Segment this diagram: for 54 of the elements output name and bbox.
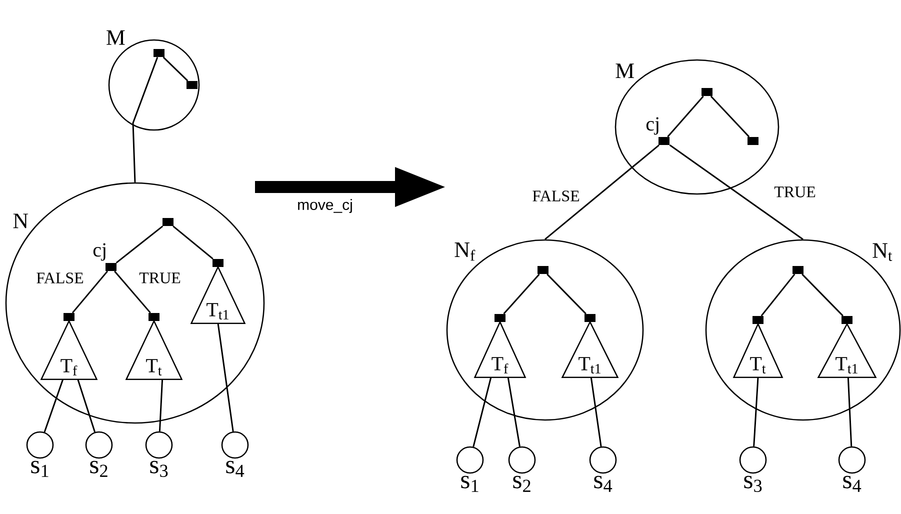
tree-node-square — [212, 259, 224, 267]
edge-line — [44, 379, 64, 432]
edge-label: FALSE — [531, 190, 581, 202]
edge-line — [116, 226, 164, 264]
tree-node-square — [148, 313, 160, 321]
edge-line — [132, 56, 158, 182]
edge-line — [590, 377, 602, 447]
node-label: s$_{2}$ — [90, 460, 108, 477]
node-label: s$_{3}$ — [744, 476, 762, 492]
tree-node-square — [752, 316, 764, 324]
edge-line — [669, 144, 804, 240]
node-label: cj — [646, 117, 658, 135]
tree-node-square — [494, 314, 506, 322]
edge-line — [217, 323, 234, 432]
edge-label: FALSE — [35, 272, 85, 284]
tree-node-square — [538, 266, 548, 274]
tree-node-square: cj — [646, 117, 670, 145]
edge-line — [753, 377, 759, 446]
tree-node-square — [702, 88, 712, 96]
node-label: s$_{4}$ — [226, 460, 244, 477]
node-label: s$_{1}$ — [461, 476, 478, 492]
tree-node-square — [154, 49, 164, 57]
node-label: s$_{2}$ — [513, 476, 530, 492]
tree-node-square — [162, 218, 174, 226]
tree-node-square: cj — [93, 243, 116, 271]
edge-line — [544, 144, 660, 240]
edge-line — [710, 96, 750, 138]
edge-line — [546, 274, 586, 314]
arrow-label: move_cj — [298, 199, 352, 213]
node-label: s$_{4}$ — [594, 476, 612, 492]
tree-node-square — [186, 81, 198, 89]
tree-node-square — [748, 137, 758, 145]
edge-line — [802, 274, 844, 316]
tree-node-square — [584, 314, 596, 322]
edge-line — [760, 274, 796, 316]
node-label: s$_{1}$ — [31, 460, 48, 477]
edge-line — [172, 226, 214, 260]
node-label: s$_{3}$ — [150, 460, 168, 478]
tree-node-square — [792, 266, 804, 274]
edge-line — [114, 270, 151, 314]
node-label: cj — [93, 243, 106, 261]
edge-line — [72, 270, 108, 314]
edge-line — [472, 377, 492, 447]
edge-line — [847, 377, 852, 446]
tree-node-square — [842, 316, 852, 324]
edge-line — [503, 274, 540, 314]
edge-line — [667, 96, 704, 138]
edge-line — [507, 377, 520, 447]
edge-line — [162, 56, 188, 82]
edge-line — [158, 379, 164, 432]
edge-line — [77, 379, 96, 432]
edge-label: TRUE — [138, 272, 182, 284]
tree-node-square — [64, 313, 74, 321]
node-label: s$_{4}$ — [843, 476, 862, 492]
